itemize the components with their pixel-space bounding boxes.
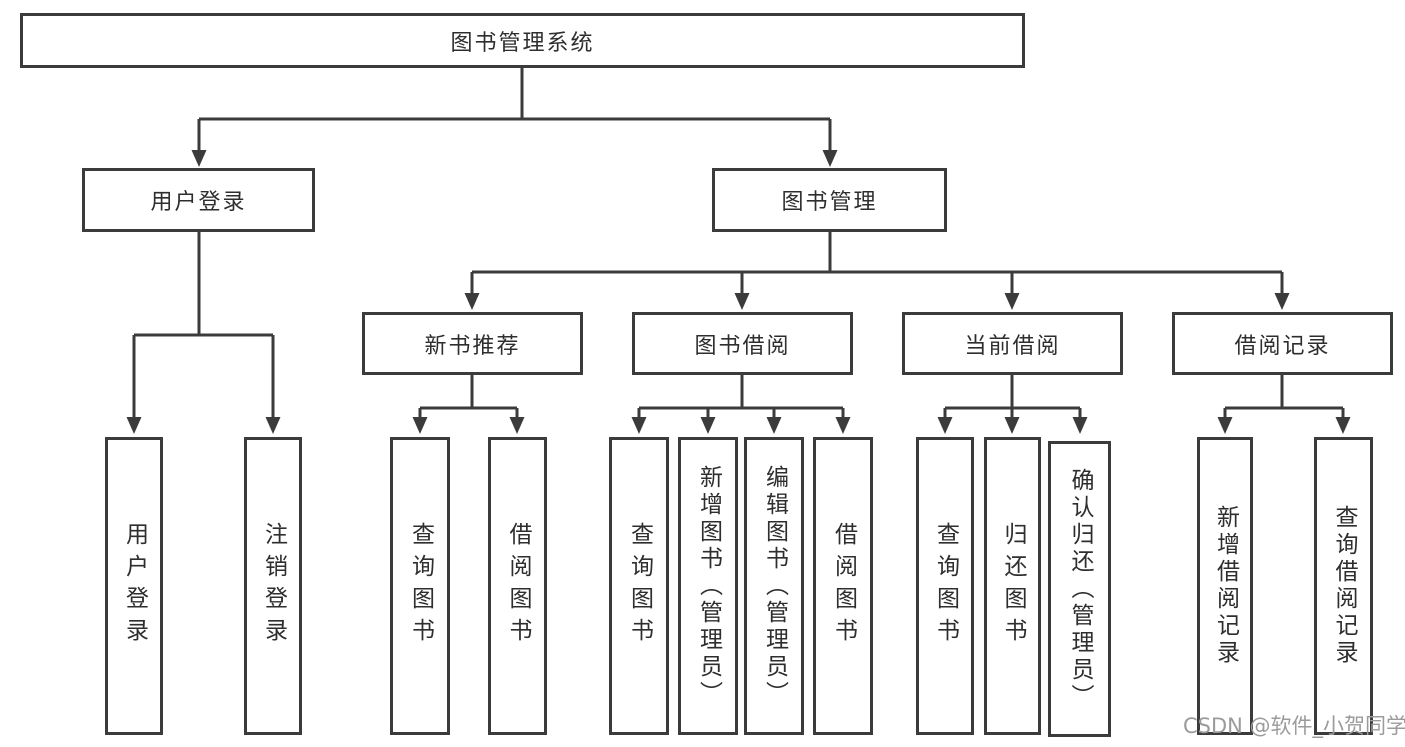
leaf-borrow-book-2-label: 借阅图书 — [830, 522, 857, 650]
leaf-query-borrow-record-label: 查询借阅记录 — [1331, 505, 1357, 667]
connector-book-mgmt-to-level3 — [464, 232, 1290, 310]
leaf-query-book-2: 查询图书 — [609, 437, 669, 735]
leaf-edit-book-admin: 编辑图书（管理员） — [744, 437, 804, 735]
connector-new-book-children — [412, 375, 525, 434]
node-user-login: 用户登录 — [82, 168, 315, 232]
node-current-borrow: 当前借阅 — [902, 312, 1123, 375]
connector-book-borrow-children — [631, 375, 851, 434]
leaf-user-login-label: 用户登录 — [121, 522, 148, 650]
leaf-query-book-3-label: 查询图书 — [932, 522, 959, 650]
leaf-query-book-1: 查询图书 — [390, 437, 450, 735]
leaf-logout-label: 注销登录 — [260, 522, 287, 650]
leaf-borrow-book-1: 借阅图书 — [488, 437, 547, 735]
connector-current-borrow-children — [937, 375, 1088, 434]
connector-root-to-level2 — [191, 68, 838, 167]
leaf-return-book: 归还图书 — [984, 437, 1041, 735]
leaf-logout: 注销登录 — [244, 437, 302, 735]
leaf-return-book-label: 归还图书 — [1000, 522, 1026, 650]
leaf-user-login: 用户登录 — [105, 437, 163, 735]
leaf-add-book-admin: 新增图书（管理员） — [678, 437, 738, 735]
leaf-query-book-1-label: 查询图书 — [407, 522, 434, 650]
leaf-query-book-2-label: 查询图书 — [626, 522, 653, 650]
leaf-confirm-return-admin-label: 确认归还（管理员） — [1067, 467, 1093, 711]
leaf-edit-book-admin-label: 编辑图书（管理员） — [761, 464, 788, 708]
node-book-borrow: 图书借阅 — [632, 312, 853, 375]
leaf-add-book-admin-label: 新增图书（管理员） — [695, 464, 722, 708]
leaf-query-borrow-record: 查询借阅记录 — [1314, 437, 1373, 735]
connector-borrow-record-children — [1217, 375, 1351, 434]
node-book-mgmt: 图书管理 — [712, 168, 947, 232]
connector-user-login-children — [126, 232, 281, 434]
leaf-borrow-book-1-label: 借阅图书 — [505, 522, 531, 650]
leaf-confirm-return-admin: 确认归还（管理员） — [1048, 441, 1111, 737]
leaf-query-book-3: 查询图书 — [916, 437, 974, 735]
node-borrow-record: 借阅记录 — [1172, 312, 1393, 375]
node-root: 图书管理系统 — [20, 13, 1025, 68]
leaf-add-borrow-record-label: 新增借阅记录 — [1212, 505, 1239, 667]
leaf-borrow-book-2: 借阅图书 — [813, 437, 873, 735]
node-new-book-recommend: 新书推荐 — [362, 312, 583, 375]
leaf-add-borrow-record: 新增借阅记录 — [1197, 437, 1253, 735]
